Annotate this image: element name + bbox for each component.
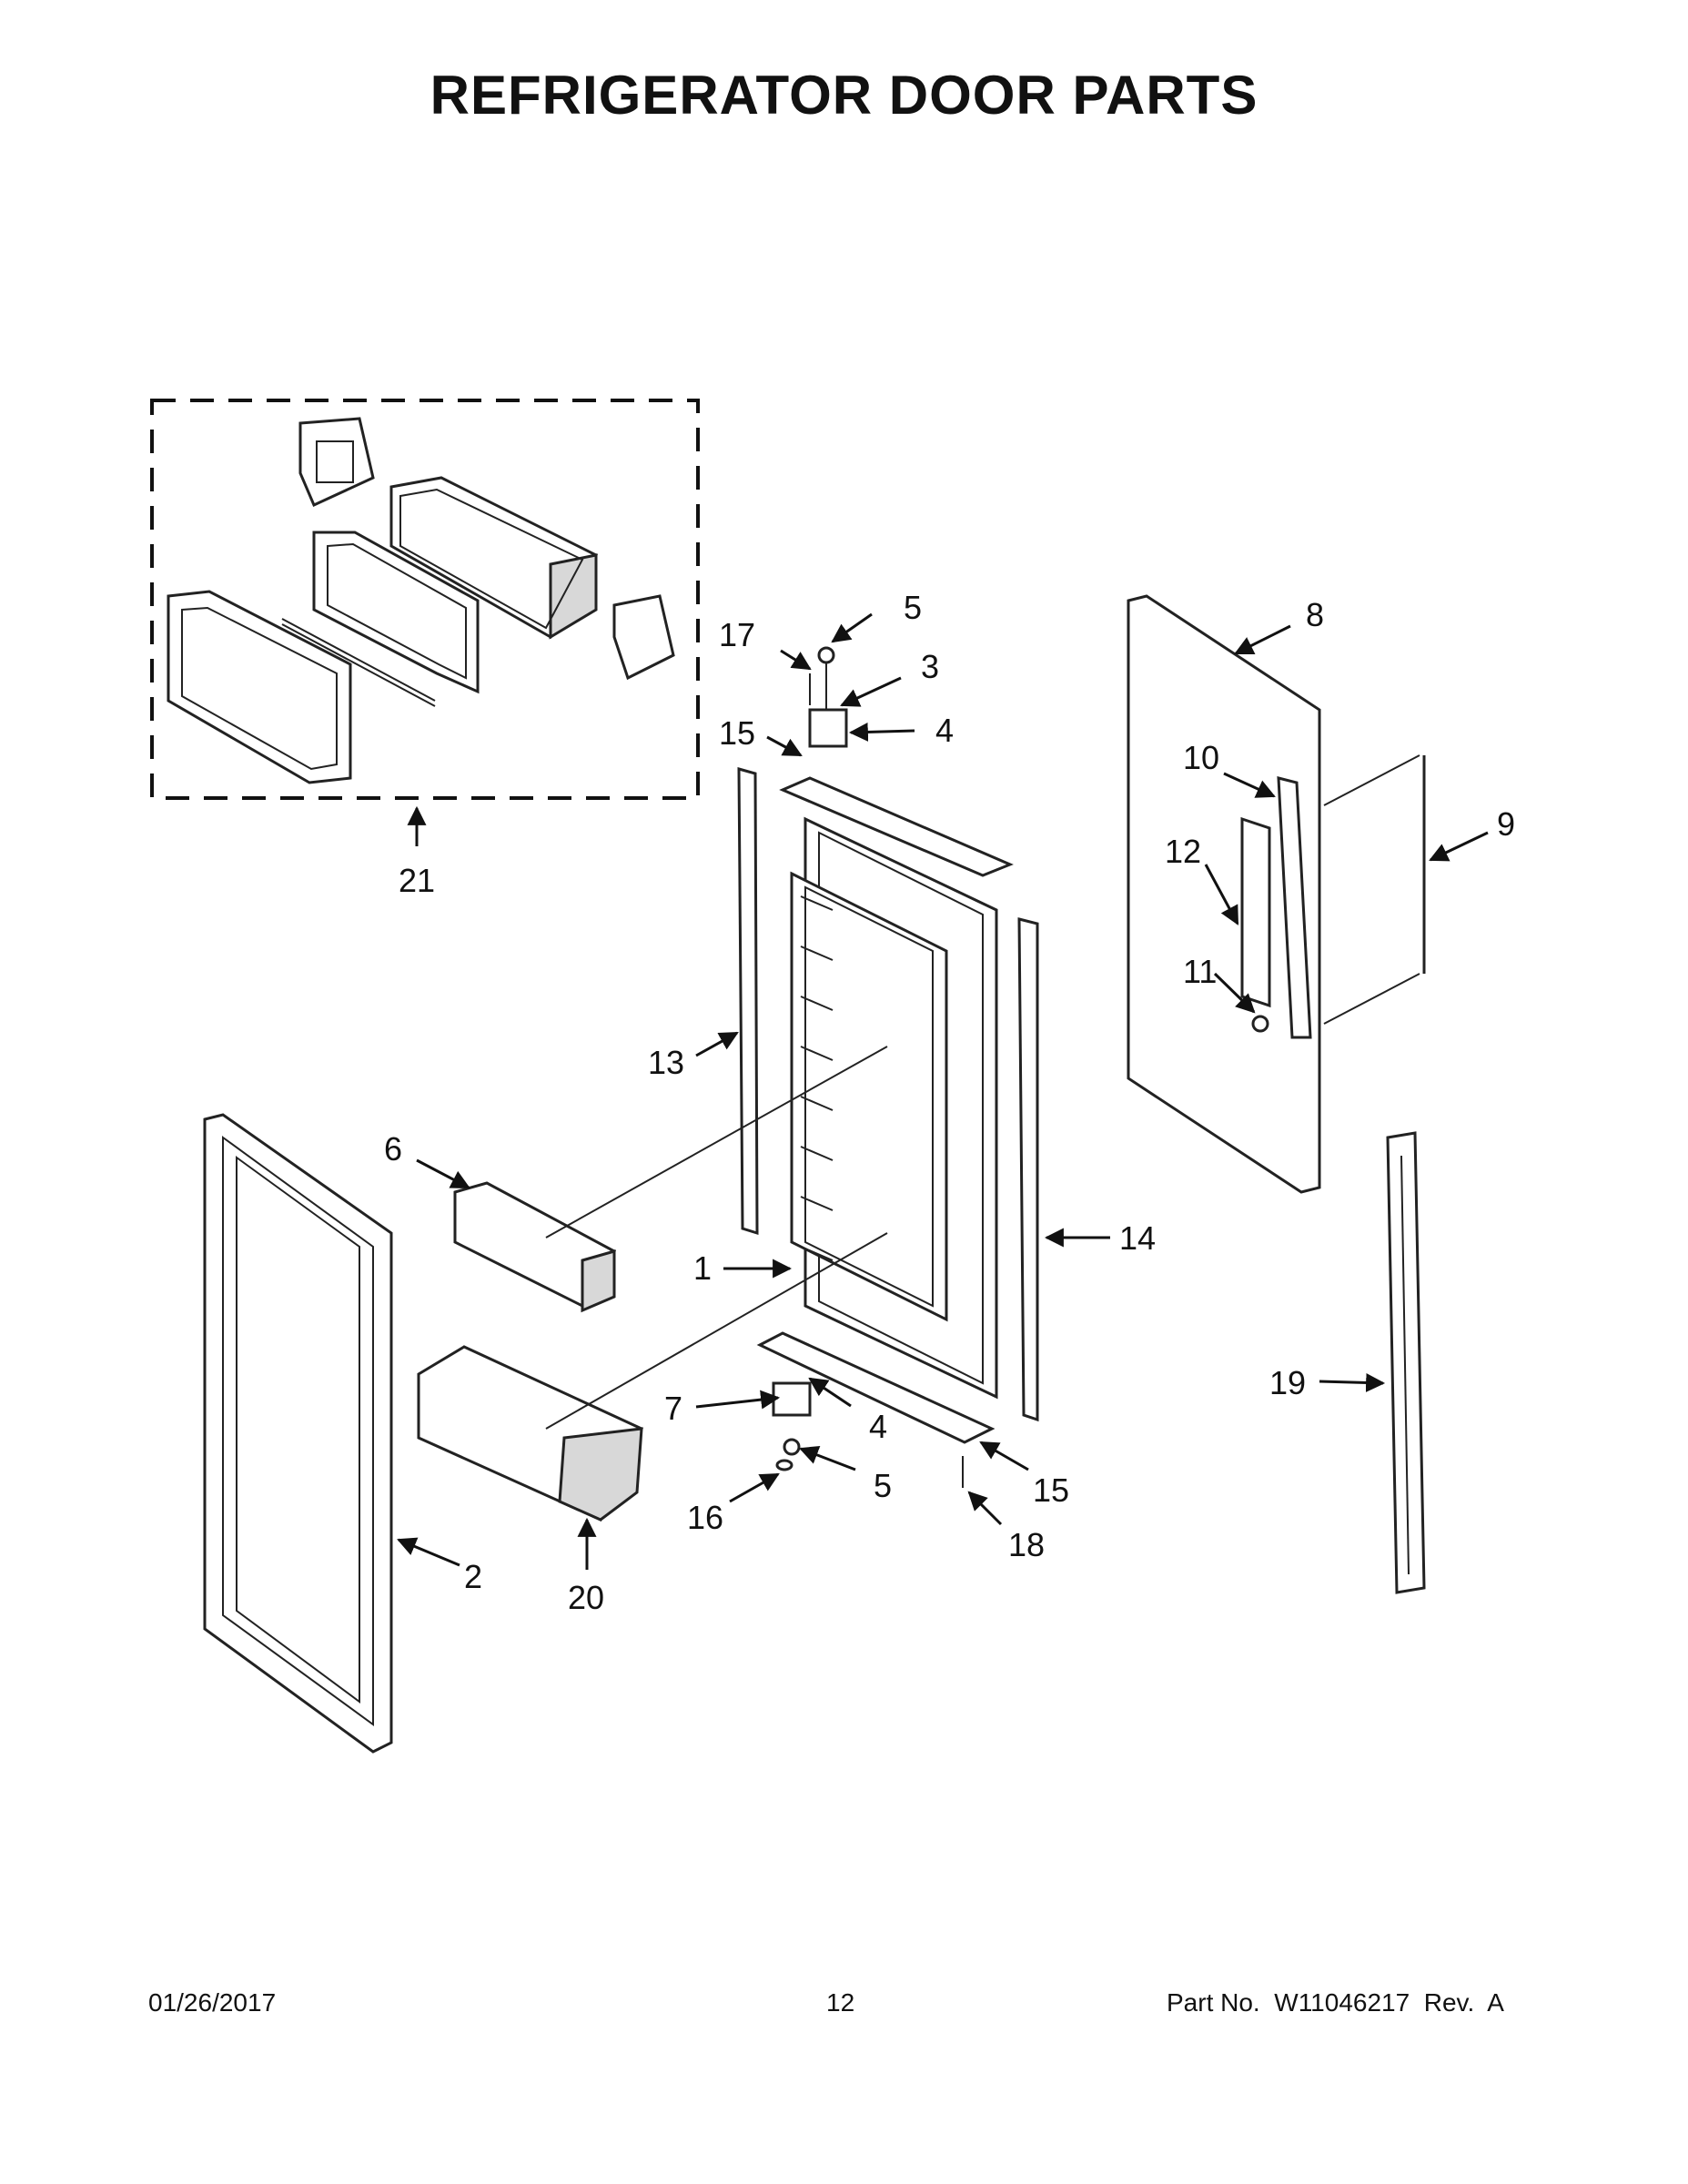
callout-5-bottom: 5 bbox=[874, 1467, 892, 1504]
callout-8: 8 bbox=[1306, 596, 1324, 633]
callout-5-top: 5 bbox=[904, 589, 922, 626]
right-gasket-strip bbox=[1017, 917, 1039, 1422]
handle-insert bbox=[1240, 816, 1271, 1008]
page-title: REFRIGERATOR DOOR PARTS bbox=[430, 65, 1258, 126]
top-shim bbox=[779, 776, 1014, 877]
outer-door-skin bbox=[1127, 594, 1321, 1194]
footer-page-number: 12 bbox=[826, 1988, 855, 2017]
callout-4-bottom: 4 bbox=[869, 1408, 887, 1445]
callout-12: 12 bbox=[1165, 833, 1201, 870]
drawer-gasket bbox=[312, 531, 480, 694]
callout-11: 11 bbox=[1183, 953, 1217, 990]
bin-leader-line-upper bbox=[545, 1046, 888, 1239]
callout-21: 21 bbox=[399, 862, 435, 899]
callout-19: 19 bbox=[1269, 1364, 1306, 1401]
handle-screw bbox=[1251, 1015, 1269, 1033]
door-liner bbox=[790, 816, 998, 1400]
left-gasket-strip bbox=[737, 767, 759, 1236]
callout-4-top: 4 bbox=[935, 712, 954, 749]
drawer-end-cap bbox=[298, 417, 375, 508]
callout-9: 9 bbox=[1497, 805, 1515, 843]
callout-14: 14 bbox=[1119, 1219, 1156, 1257]
callout-15-bottom: 15 bbox=[1033, 1471, 1069, 1509]
callout-arrows bbox=[397, 612, 1489, 1570]
callout-1: 1 bbox=[693, 1249, 712, 1287]
callout-10: 10 bbox=[1183, 739, 1219, 776]
callout-13: 13 bbox=[648, 1044, 684, 1081]
outer-door-panel bbox=[203, 1113, 393, 1754]
callout-17: 17 bbox=[719, 616, 755, 653]
callout-16: 16 bbox=[687, 1499, 723, 1536]
group-dashed-border bbox=[150, 399, 700, 800]
bottom-hinge-hardware bbox=[756, 1331, 996, 1488]
large-door-bin bbox=[417, 1345, 643, 1522]
top-hinge-hardware bbox=[779, 646, 1014, 877]
handle-bracket bbox=[1277, 776, 1312, 1039]
small-door-bin bbox=[453, 1181, 617, 1313]
callout-18: 18 bbox=[1008, 1526, 1045, 1563]
bin-leader-line-lower bbox=[545, 1232, 888, 1430]
drawer-trim-strip bbox=[281, 618, 436, 702]
door-bin-rails bbox=[800, 895, 834, 1261]
footer-date: 01/26/2017 bbox=[148, 1988, 277, 2017]
bottom-hinge-plate bbox=[772, 1381, 812, 1417]
drawer-front bbox=[167, 590, 352, 784]
vertical-trim-strip bbox=[1386, 1131, 1426, 1594]
bottom-shim bbox=[756, 1331, 996, 1444]
callout-15-top: 15 bbox=[719, 714, 755, 752]
top-hinge-plate bbox=[808, 708, 848, 748]
drawer-bin bbox=[389, 476, 599, 640]
drawer-side-bracket bbox=[612, 594, 675, 681]
drawer-assembly-group bbox=[150, 399, 700, 800]
callout-7: 7 bbox=[664, 1390, 682, 1427]
callout-3: 3 bbox=[921, 648, 939, 685]
callout-20: 20 bbox=[568, 1579, 604, 1616]
callout-2: 2 bbox=[464, 1558, 482, 1595]
footer-part-number: Part No. W11046217 Rev. A bbox=[1167, 1988, 1504, 2017]
callout-6: 6 bbox=[384, 1130, 402, 1168]
door-handle bbox=[1323, 754, 1426, 1025]
